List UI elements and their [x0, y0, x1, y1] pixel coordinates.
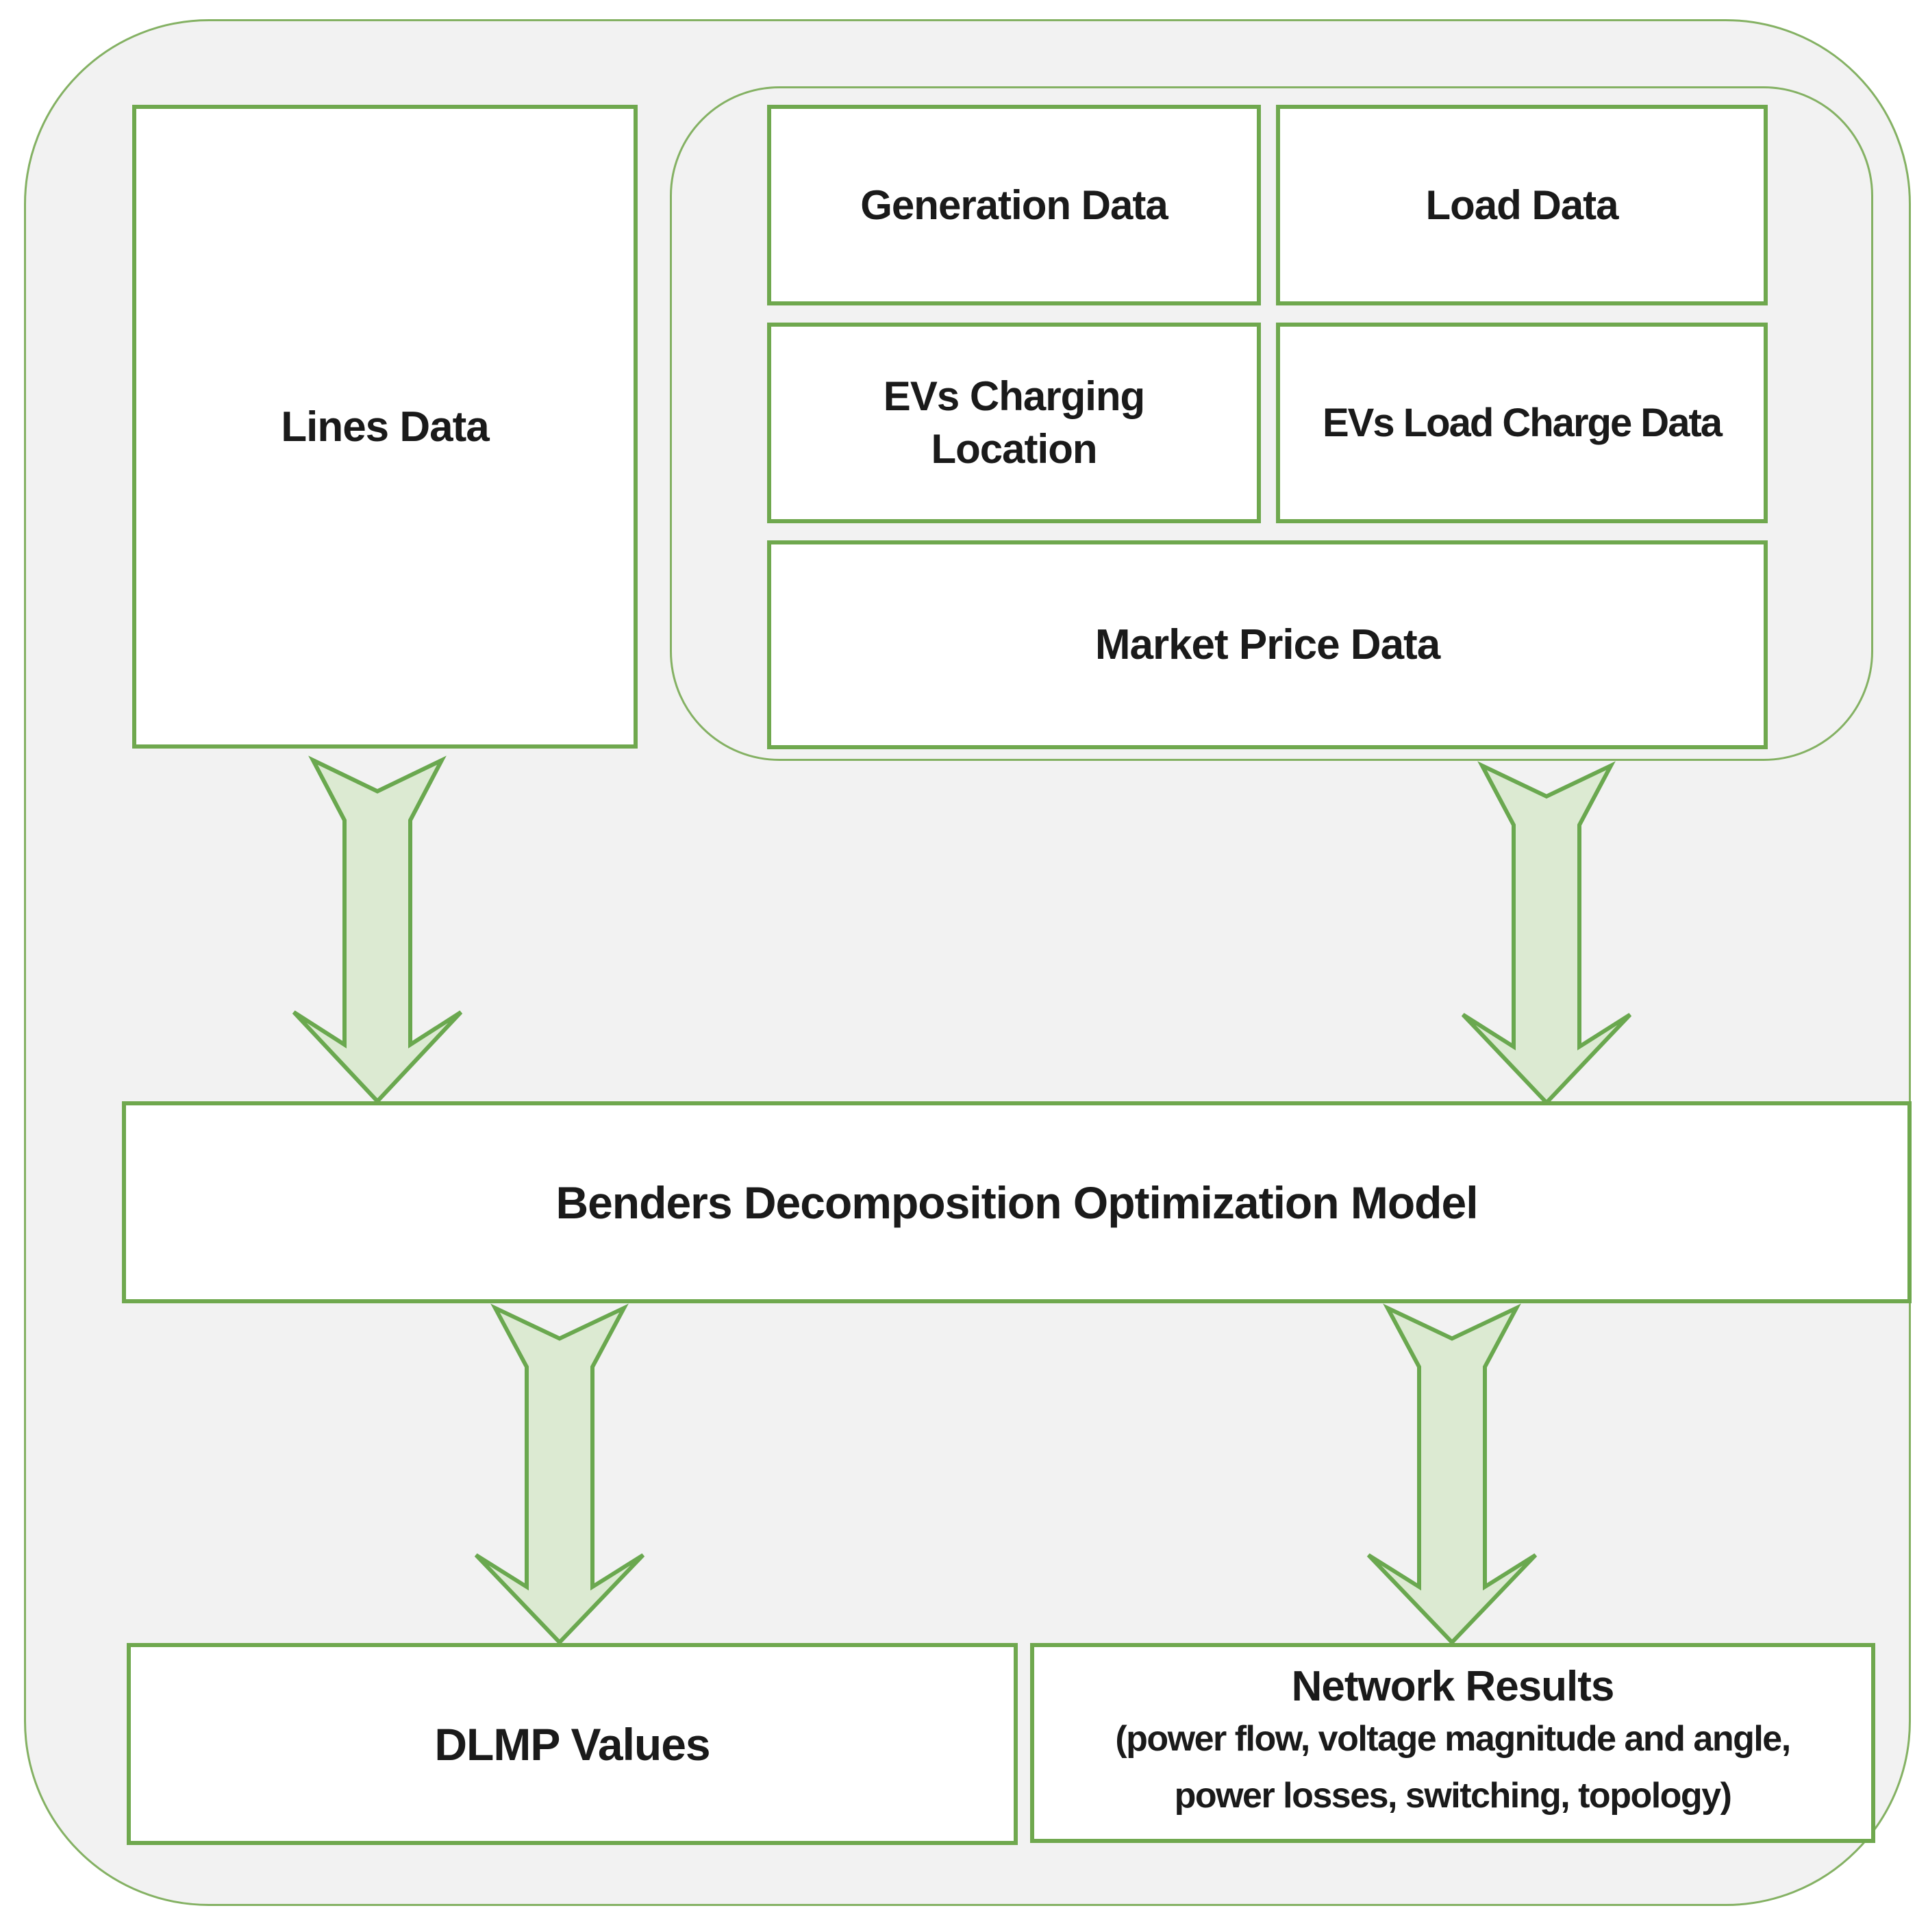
evs-charging-location-box: EVs Charging Location: [767, 323, 1261, 523]
network-results-box: Network Results (power flow, voltage mag…: [1030, 1643, 1875, 1843]
lines-data-box: Lines Data: [132, 105, 638, 749]
market-price-data-label: Market Price Data: [1094, 621, 1440, 668]
benders-model-label: Benders Decomposition Optimization Model: [555, 1177, 1478, 1228]
evs-load-charge-data-label: EVs Load Charge Data: [1322, 401, 1723, 445]
input-data-group: [670, 86, 1873, 761]
generation-data-box: Generation Data: [767, 105, 1261, 305]
down-arrow-icon-lines-to-model: [292, 755, 463, 1105]
market-price-data-box: Market Price Data: [767, 540, 1768, 749]
network-results-subtitle-line2: power losses, switching, topology): [1174, 1775, 1732, 1816]
down-arrow-icon-inputs-to-model: [1461, 761, 1632, 1106]
evs-load-charge-data-box: EVs Load Charge Data: [1276, 323, 1768, 523]
load-data-label: Load Data: [1425, 182, 1618, 228]
network-results-subtitle-line1: (power flow, voltage magnitude and angle…: [1115, 1719, 1791, 1759]
evs-charging-location-label: EVs Charging Location: [883, 373, 1145, 472]
lines-data-label: Lines Data: [281, 403, 490, 451]
benders-model-box: Benders Decomposition Optimization Model: [122, 1101, 1912, 1303]
diagram-outer-container: Lines Data Generation Data Load Data EVs…: [24, 19, 1912, 1906]
dlmp-values-label: DLMP Values: [434, 1718, 710, 1770]
load-data-box: Load Data: [1276, 105, 1768, 305]
generation-data-label: Generation Data: [860, 182, 1168, 228]
dlmp-values-box: DLMP Values: [127, 1643, 1018, 1845]
down-arrow-icon-model-to-dlmp: [474, 1303, 645, 1646]
down-arrow-icon-model-to-network: [1366, 1303, 1538, 1646]
network-results-title: Network Results: [1291, 1663, 1615, 1711]
